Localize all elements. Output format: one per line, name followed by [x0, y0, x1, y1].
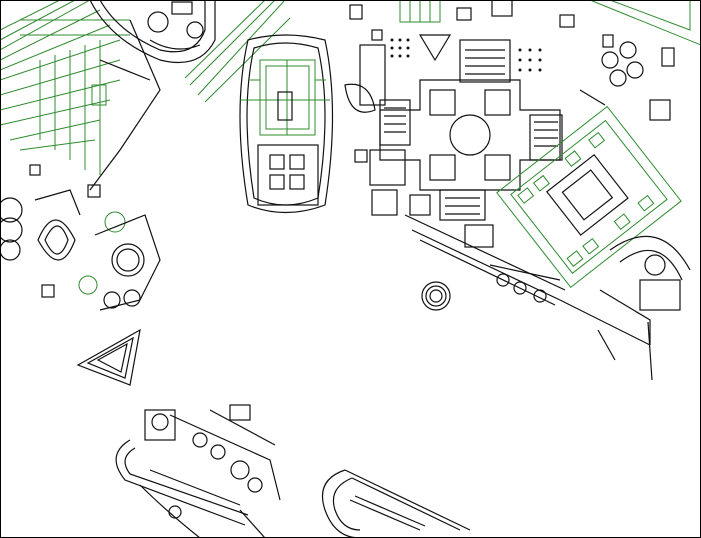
circus-track-bottom — [321, 469, 471, 538]
oval-garden-complex — [239, 34, 334, 214]
dot-grid-top — [390, 38, 542, 72]
diagonal-portico — [404, 214, 566, 306]
rotated-garden-complex — [496, 105, 682, 289]
diagonal-garden-strip — [184, 0, 291, 103]
garden-fan-top-left — [0, 0, 161, 198]
triangular-building — [76, 328, 141, 386]
cross-temple-complex — [344, 39, 563, 221]
right-lower-complex — [559, 235, 691, 381]
left-rotunda-cluster — [0, 189, 161, 311]
curved-building-top — [89, 0, 216, 64]
top-right-cluster — [579, 0, 701, 121]
top-small-structures — [349, 0, 575, 62]
circus-complex-bottom-left — [115, 404, 281, 538]
round-temple — [421, 281, 451, 311]
